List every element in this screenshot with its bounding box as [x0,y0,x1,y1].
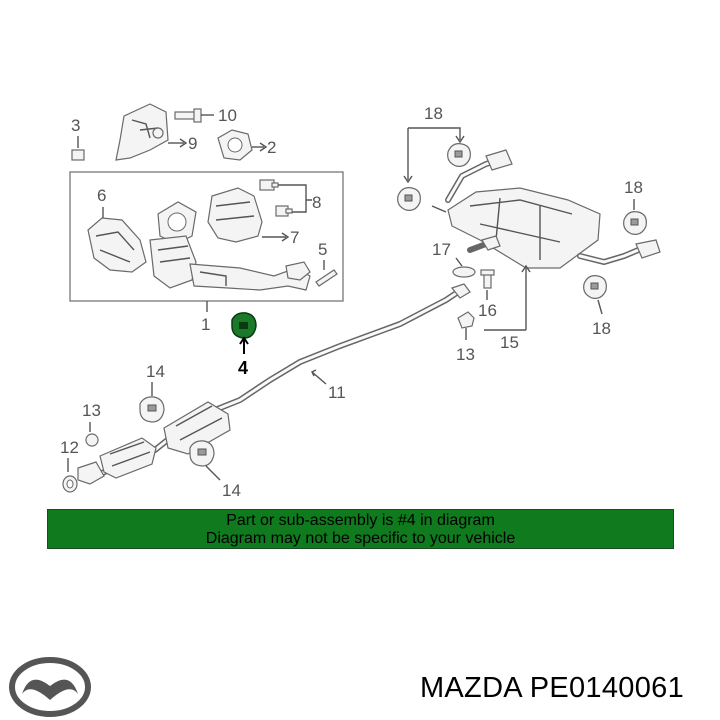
callout-9: 9 [188,134,197,153]
callout-16: 16 [478,301,497,320]
gasket-17 [452,266,476,278]
callout-1: 1 [201,315,210,334]
callout-4: 4 [238,358,248,378]
nut-13-left [85,433,99,447]
callout-14-top: 14 [146,362,165,381]
callout-12: 12 [60,438,79,457]
callout-13-right: 13 [456,345,475,364]
insulator-14-bottom [189,440,215,467]
bolt-10 [174,108,202,123]
info-banner: Part or sub-assembly is #4 in diagram Di… [47,509,674,549]
callout-7: 7 [290,228,299,247]
banner-line-2: Diagram may not be specific to your vehi… [205,530,516,547]
callout-11: 11 [328,383,346,402]
callout-18-bottom: 18 [592,319,611,338]
part-4-highlighted-insulator [231,312,257,339]
part-number-label: MAZDA PE0140061 [419,672,684,704]
bolt-16 [480,269,495,289]
gasket-12 [62,475,78,493]
banner-line-1: Part or sub-assembly is #4 in diagram [226,512,495,529]
heat-shield-7 [207,187,263,243]
front-pipe-11 [77,283,471,485]
callout-18-top: 18 [424,104,443,123]
stud-5 [315,269,338,287]
hanger-18-b [397,187,421,211]
upper-heat-shield [115,103,169,161]
callout-5: 5 [318,240,327,259]
catalytic-converter-assembly [149,201,311,291]
callout-13-left: 13 [82,401,101,420]
mazda-logo-icon [9,657,91,717]
hanger-18-a [447,143,471,167]
insulator-14-top [139,396,165,423]
callout-3: 3 [71,116,80,135]
callout-15: 15 [500,333,519,352]
callout-10: 10 [218,106,237,125]
callout-18-right: 18 [624,178,643,197]
callout-2: 2 [267,138,276,157]
exhaust-system-diagram: 10 9 2 3 1 6 7 8 [60,103,661,500]
hanger-18-c [623,211,647,235]
callout-17: 17 [432,240,451,259]
rear-muffler-15 [431,149,661,269]
gasket-2 [217,129,253,161]
nut-3 [71,149,85,161]
callout-8: 8 [312,193,321,212]
nut-13-right [457,311,475,329]
lower-heat-shield-6 [87,217,147,273]
callout-6: 6 [97,186,106,205]
callout-14-bottom: 14 [222,481,241,500]
hanger-18-d [583,275,607,299]
